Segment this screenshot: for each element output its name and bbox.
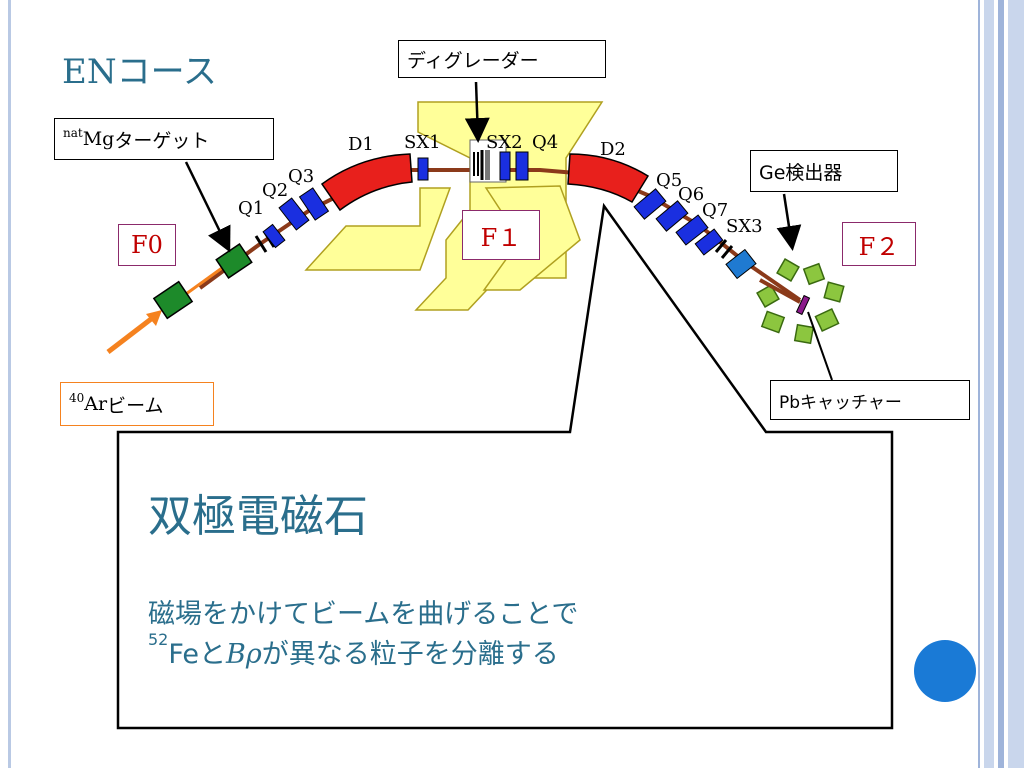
quadrupole-q1-q3 [262,187,330,249]
slide-left-border [8,0,11,768]
decorative-circle [914,640,976,702]
sextupole-sx2 [499,151,511,181]
callout-line1: 磁場をかけてビームを曲げることで [148,599,579,630]
focal-plane-f0: F0 [118,224,176,266]
label-d2: D2 [600,139,626,160]
focal-plane-f2: F２ [842,222,916,266]
quadrupole-q4 [515,151,529,181]
callout-line2-mass-number: 52 [148,630,169,649]
dipole-d1 [320,153,413,212]
slide-right-border [978,0,1024,768]
label-q7: Q7 [702,200,728,221]
label-q2: Q2 [262,180,288,201]
dipole-callout-box [116,202,894,730]
sextupole-sx3 [725,248,757,280]
ge-detector-label: Ge検出器 [750,150,898,192]
pb-catcher [795,294,811,316]
label-q6: Q6 [678,184,704,205]
label-q4: Q4 [532,132,558,153]
incoming-beam-arrow [106,314,157,354]
f0-chamber [152,280,194,320]
label-sx1: SX1 [404,132,441,153]
dipole-d2 [567,153,650,204]
sextupole-sx1 [417,157,429,181]
degrader-pointer-arrow [464,81,490,143]
callout-line2: 52FeとBρが異なる粒子を分離する [148,630,559,670]
label-q3: Q3 [288,166,314,187]
target-pointer-arrow [184,161,231,253]
ge-detector-array [756,258,845,345]
label-q5: Q5 [656,170,682,191]
callout-title: 双極電磁石 [148,491,368,542]
focal-plane-f1: F１ [462,210,540,260]
slide-title: ENコース [62,52,217,92]
quadrupole-q5-q7 [633,188,724,256]
label-d1: D1 [348,134,374,155]
degrader-label: ディグレーダー [398,40,606,78]
ge-pointer-arrow [776,193,802,251]
label-q1: Q1 [238,198,264,219]
label-sx2: SX2 [486,132,523,153]
pb-catcher-label: Pbキャッチャー [770,380,970,420]
pb-pointer-line [807,311,833,381]
label-sx3: SX3 [726,216,763,237]
